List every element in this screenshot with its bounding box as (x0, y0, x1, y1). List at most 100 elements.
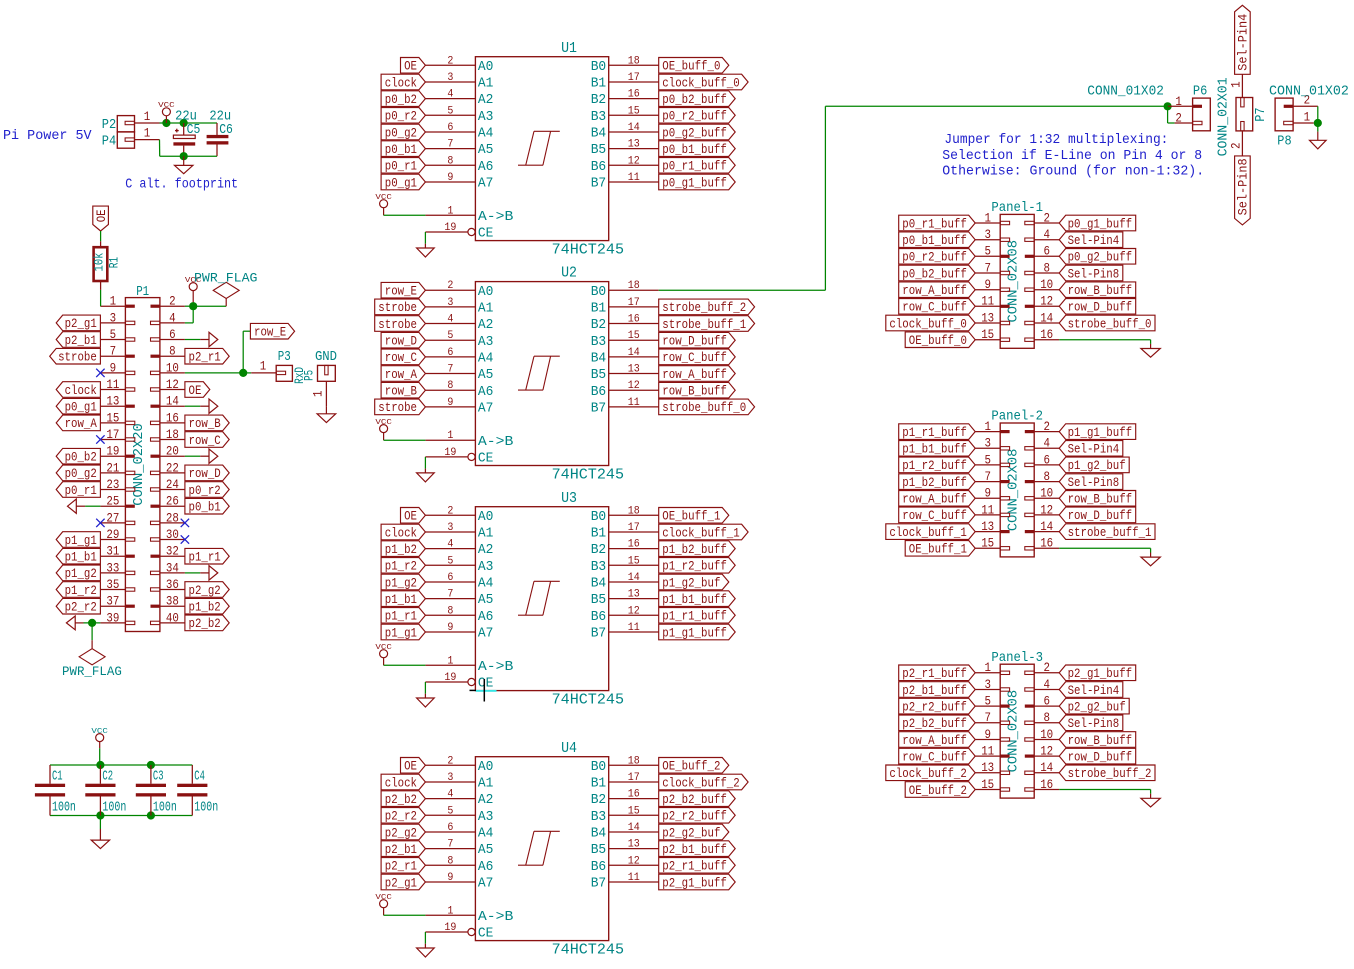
svg-text:P4: P4 (102, 134, 116, 150)
svg-text:15: 15 (981, 777, 994, 792)
svg-text:B2: B2 (591, 317, 607, 333)
svg-text:11: 11 (981, 294, 994, 309)
svg-text:p1_b1: p1_b1 (385, 593, 417, 607)
svg-text:16: 16 (628, 789, 640, 801)
svg-text:Sel-Pin8: Sel-Pin8 (1068, 476, 1120, 490)
svg-text:B5: B5 (591, 842, 607, 858)
svg-text:15: 15 (106, 410, 119, 425)
svg-text:p1_r2_buff: p1_r2_buff (662, 560, 727, 574)
svg-text:p0_g2_buff: p0_g2_buff (1068, 251, 1133, 265)
svg-text:8: 8 (1043, 469, 1050, 484)
svg-text:row_C_buff: row_C_buff (902, 750, 967, 764)
svg-text:17: 17 (628, 72, 640, 84)
svg-text:9: 9 (447, 397, 453, 409)
svg-text:12: 12 (1040, 502, 1053, 517)
svg-text:p2_g2: p2_g2 (385, 826, 417, 840)
svg-text:32: 32 (166, 544, 179, 559)
svg-text:11: 11 (628, 397, 640, 409)
svg-text:A0: A0 (478, 509, 494, 525)
svg-text:14: 14 (1040, 310, 1053, 325)
svg-text:31: 31 (106, 544, 119, 559)
svg-text:row_D_buff: row_D_buff (1068, 750, 1133, 764)
svg-text:P1: P1 (136, 284, 149, 300)
svg-text:Selection if E-Line on Pin 4 o: Selection if E-Line on Pin 4 or 8 (942, 148, 1202, 164)
svg-text:14: 14 (628, 572, 640, 584)
svg-text:row_C_buff: row_C_buff (902, 301, 967, 315)
svg-text:38: 38 (166, 594, 179, 609)
svg-text:p2_b1_buff: p2_b1_buff (662, 843, 727, 857)
svg-text:1: 1 (984, 419, 991, 434)
svg-text:30: 30 (166, 527, 179, 542)
svg-text:2: 2 (1228, 143, 1243, 150)
svg-text:5: 5 (110, 327, 117, 342)
svg-text:A5: A5 (478, 592, 494, 608)
svg-text:p1_r1: p1_r1 (189, 551, 221, 565)
svg-text:12: 12 (166, 377, 179, 392)
svg-text:C2: C2 (102, 769, 113, 785)
svg-text:p2_b1: p2_b1 (65, 334, 97, 348)
svg-text:5: 5 (984, 244, 991, 259)
svg-text:22u: 22u (175, 109, 197, 125)
svg-text:CE: CE (478, 226, 494, 242)
svg-text:p2_g1: p2_g1 (65, 317, 97, 331)
svg-text:C3: C3 (153, 769, 164, 785)
svg-text:CONN_01X02: CONN_01X02 (1269, 84, 1349, 100)
svg-text:7: 7 (984, 469, 991, 484)
svg-text:U4: U4 (561, 740, 577, 757)
svg-text:15: 15 (981, 536, 994, 551)
svg-text:p2_g1_buff: p2_g1_buff (662, 876, 727, 890)
svg-text:11: 11 (106, 377, 119, 392)
svg-text:19: 19 (444, 672, 456, 684)
svg-text:CE: CE (478, 926, 494, 942)
svg-text:5: 5 (447, 555, 453, 567)
svg-text:row_C_buff: row_C_buff (902, 509, 967, 523)
svg-text:p0_r1_buff: p0_r1_buff (662, 160, 727, 174)
svg-text:A1: A1 (478, 776, 494, 792)
svg-text:B4: B4 (591, 826, 607, 842)
svg-text:1: 1 (1304, 109, 1311, 124)
svg-text:16: 16 (628, 89, 640, 101)
svg-text:3: 3 (447, 297, 453, 309)
svg-text:p1_g2: p1_g2 (65, 567, 97, 581)
svg-text:40: 40 (166, 610, 179, 625)
svg-text:10: 10 (1040, 486, 1053, 501)
svg-text:strobe: strobe (378, 318, 417, 332)
svg-text:strobe_buff_1: strobe_buff_1 (662, 318, 746, 332)
svg-text:11: 11 (981, 502, 994, 517)
svg-text:OE_buff_0: OE_buff_0 (909, 334, 967, 348)
svg-text:row_C_buff: row_C_buff (662, 351, 727, 365)
svg-text:18: 18 (628, 280, 640, 292)
svg-text:U1: U1 (561, 40, 577, 57)
svg-text:9: 9 (110, 360, 117, 375)
svg-text:VCC: VCC (375, 419, 392, 427)
svg-text:3: 3 (984, 436, 991, 451)
svg-text:6: 6 (1043, 244, 1050, 259)
svg-text:11: 11 (628, 172, 640, 184)
svg-text:p1_b2_buff: p1_b2_buff (902, 476, 967, 490)
svg-text:p1_g2_buf: p1_g2_buf (1068, 459, 1126, 473)
svg-text:2: 2 (169, 294, 176, 309)
svg-text:15: 15 (628, 105, 640, 117)
svg-text:A2: A2 (478, 542, 494, 558)
svg-text:11: 11 (628, 872, 640, 884)
svg-text:12: 12 (628, 605, 640, 617)
svg-text:VCC: VCC (375, 644, 392, 652)
svg-text:4: 4 (447, 89, 453, 101)
svg-text:1: 1 (984, 660, 991, 675)
svg-text:10: 10 (1040, 727, 1053, 742)
svg-text:row_D: row_D (189, 467, 221, 481)
svg-text:strobe: strobe (378, 401, 417, 415)
svg-text:5: 5 (447, 105, 453, 117)
svg-text:clock: clock (385, 76, 417, 90)
svg-text:B1: B1 (591, 301, 607, 317)
svg-text:CONN_02X01: CONN_02X01 (1216, 77, 1232, 156)
svg-text:p0_r2: p0_r2 (189, 484, 221, 498)
svg-text:P3: P3 (278, 349, 291, 365)
svg-text:R1: R1 (108, 257, 122, 268)
svg-text:100n: 100n (52, 800, 76, 816)
svg-text:p1_g1_buff: p1_g1_buff (1068, 426, 1133, 440)
svg-text:8: 8 (1043, 260, 1050, 275)
svg-text:row_E: row_E (254, 326, 286, 340)
svg-text:A3: A3 (478, 109, 494, 125)
svg-text:p0_b1: p0_b1 (189, 501, 221, 515)
